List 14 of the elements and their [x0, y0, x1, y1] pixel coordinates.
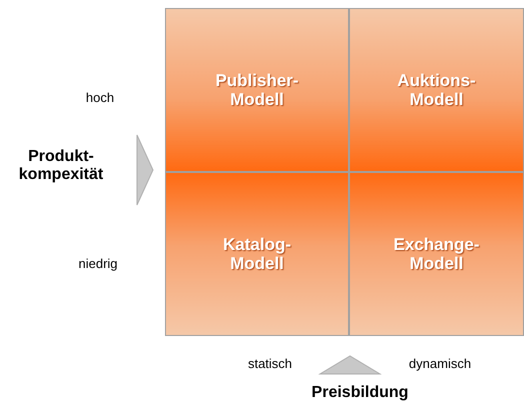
quadrant-title: Katalog- Modell	[222, 235, 292, 273]
quadrant-title: Exchange- Modell	[392, 235, 480, 273]
axis-title: Produkt- kompexität	[18, 148, 104, 184]
matrix-quadrant	[165, 8, 349, 172]
matrix-quadrant	[349, 8, 524, 172]
row-label: niedrig	[77, 256, 119, 271]
column-label: dynamisch	[408, 356, 472, 371]
matrix-quadrant	[165, 172, 349, 336]
quadrant-title: Publisher- Modell	[214, 71, 300, 109]
quadrant-title: Auktions- Modell	[396, 71, 477, 109]
column-label: statisch	[246, 356, 294, 371]
matrix-quadrant	[349, 172, 524, 336]
axis-title: Preisbildung	[310, 384, 410, 402]
row-label: hoch	[84, 90, 116, 105]
